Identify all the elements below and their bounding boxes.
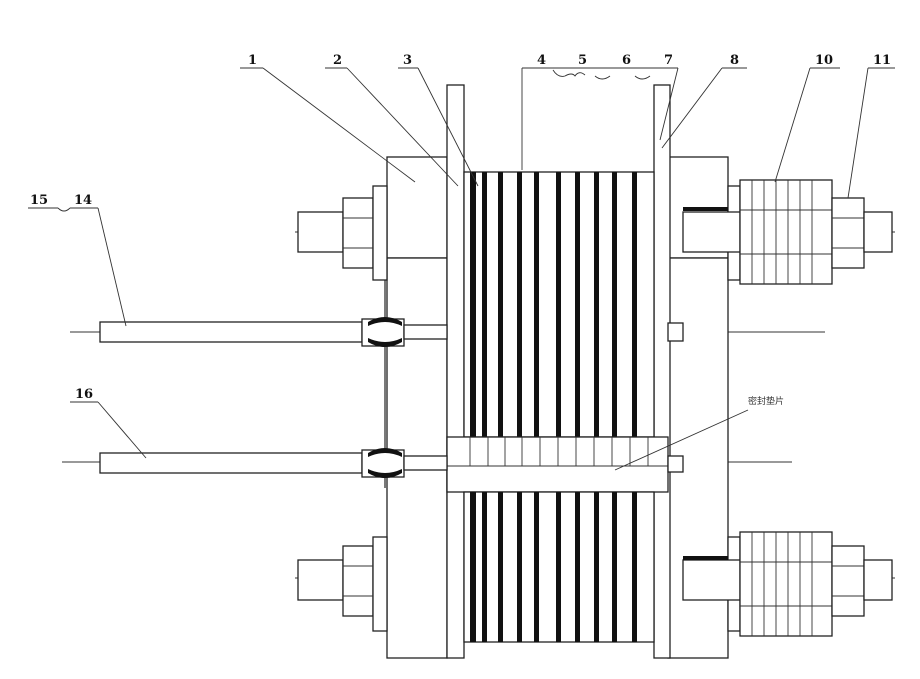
label-1: 1 bbox=[248, 53, 257, 68]
center-note: 密封垫片 bbox=[748, 395, 784, 407]
label-6: 6 bbox=[622, 53, 631, 68]
label-8: 8 bbox=[730, 53, 739, 68]
lower-left-bolt bbox=[298, 537, 387, 631]
label-15: 15 bbox=[30, 193, 48, 208]
upper-left-bolt bbox=[298, 186, 387, 280]
label-16: 16 bbox=[75, 387, 93, 402]
gasket-band bbox=[447, 437, 668, 492]
label-11: 11 bbox=[873, 53, 891, 68]
label-4: 4 bbox=[537, 53, 546, 68]
label-10: 10 bbox=[815, 53, 833, 68]
label-7: 7 bbox=[664, 53, 673, 68]
right-frame-plate bbox=[654, 85, 670, 658]
plate-stack-lower bbox=[464, 492, 654, 642]
plate-stack-upper bbox=[464, 172, 654, 437]
label-5: 5 bbox=[578, 53, 587, 68]
left-frame-plate bbox=[447, 85, 464, 658]
label-3: 3 bbox=[403, 53, 412, 68]
label-14: 14 bbox=[74, 193, 92, 208]
label-2: 2 bbox=[333, 53, 342, 68]
left-end-plate bbox=[387, 157, 447, 658]
